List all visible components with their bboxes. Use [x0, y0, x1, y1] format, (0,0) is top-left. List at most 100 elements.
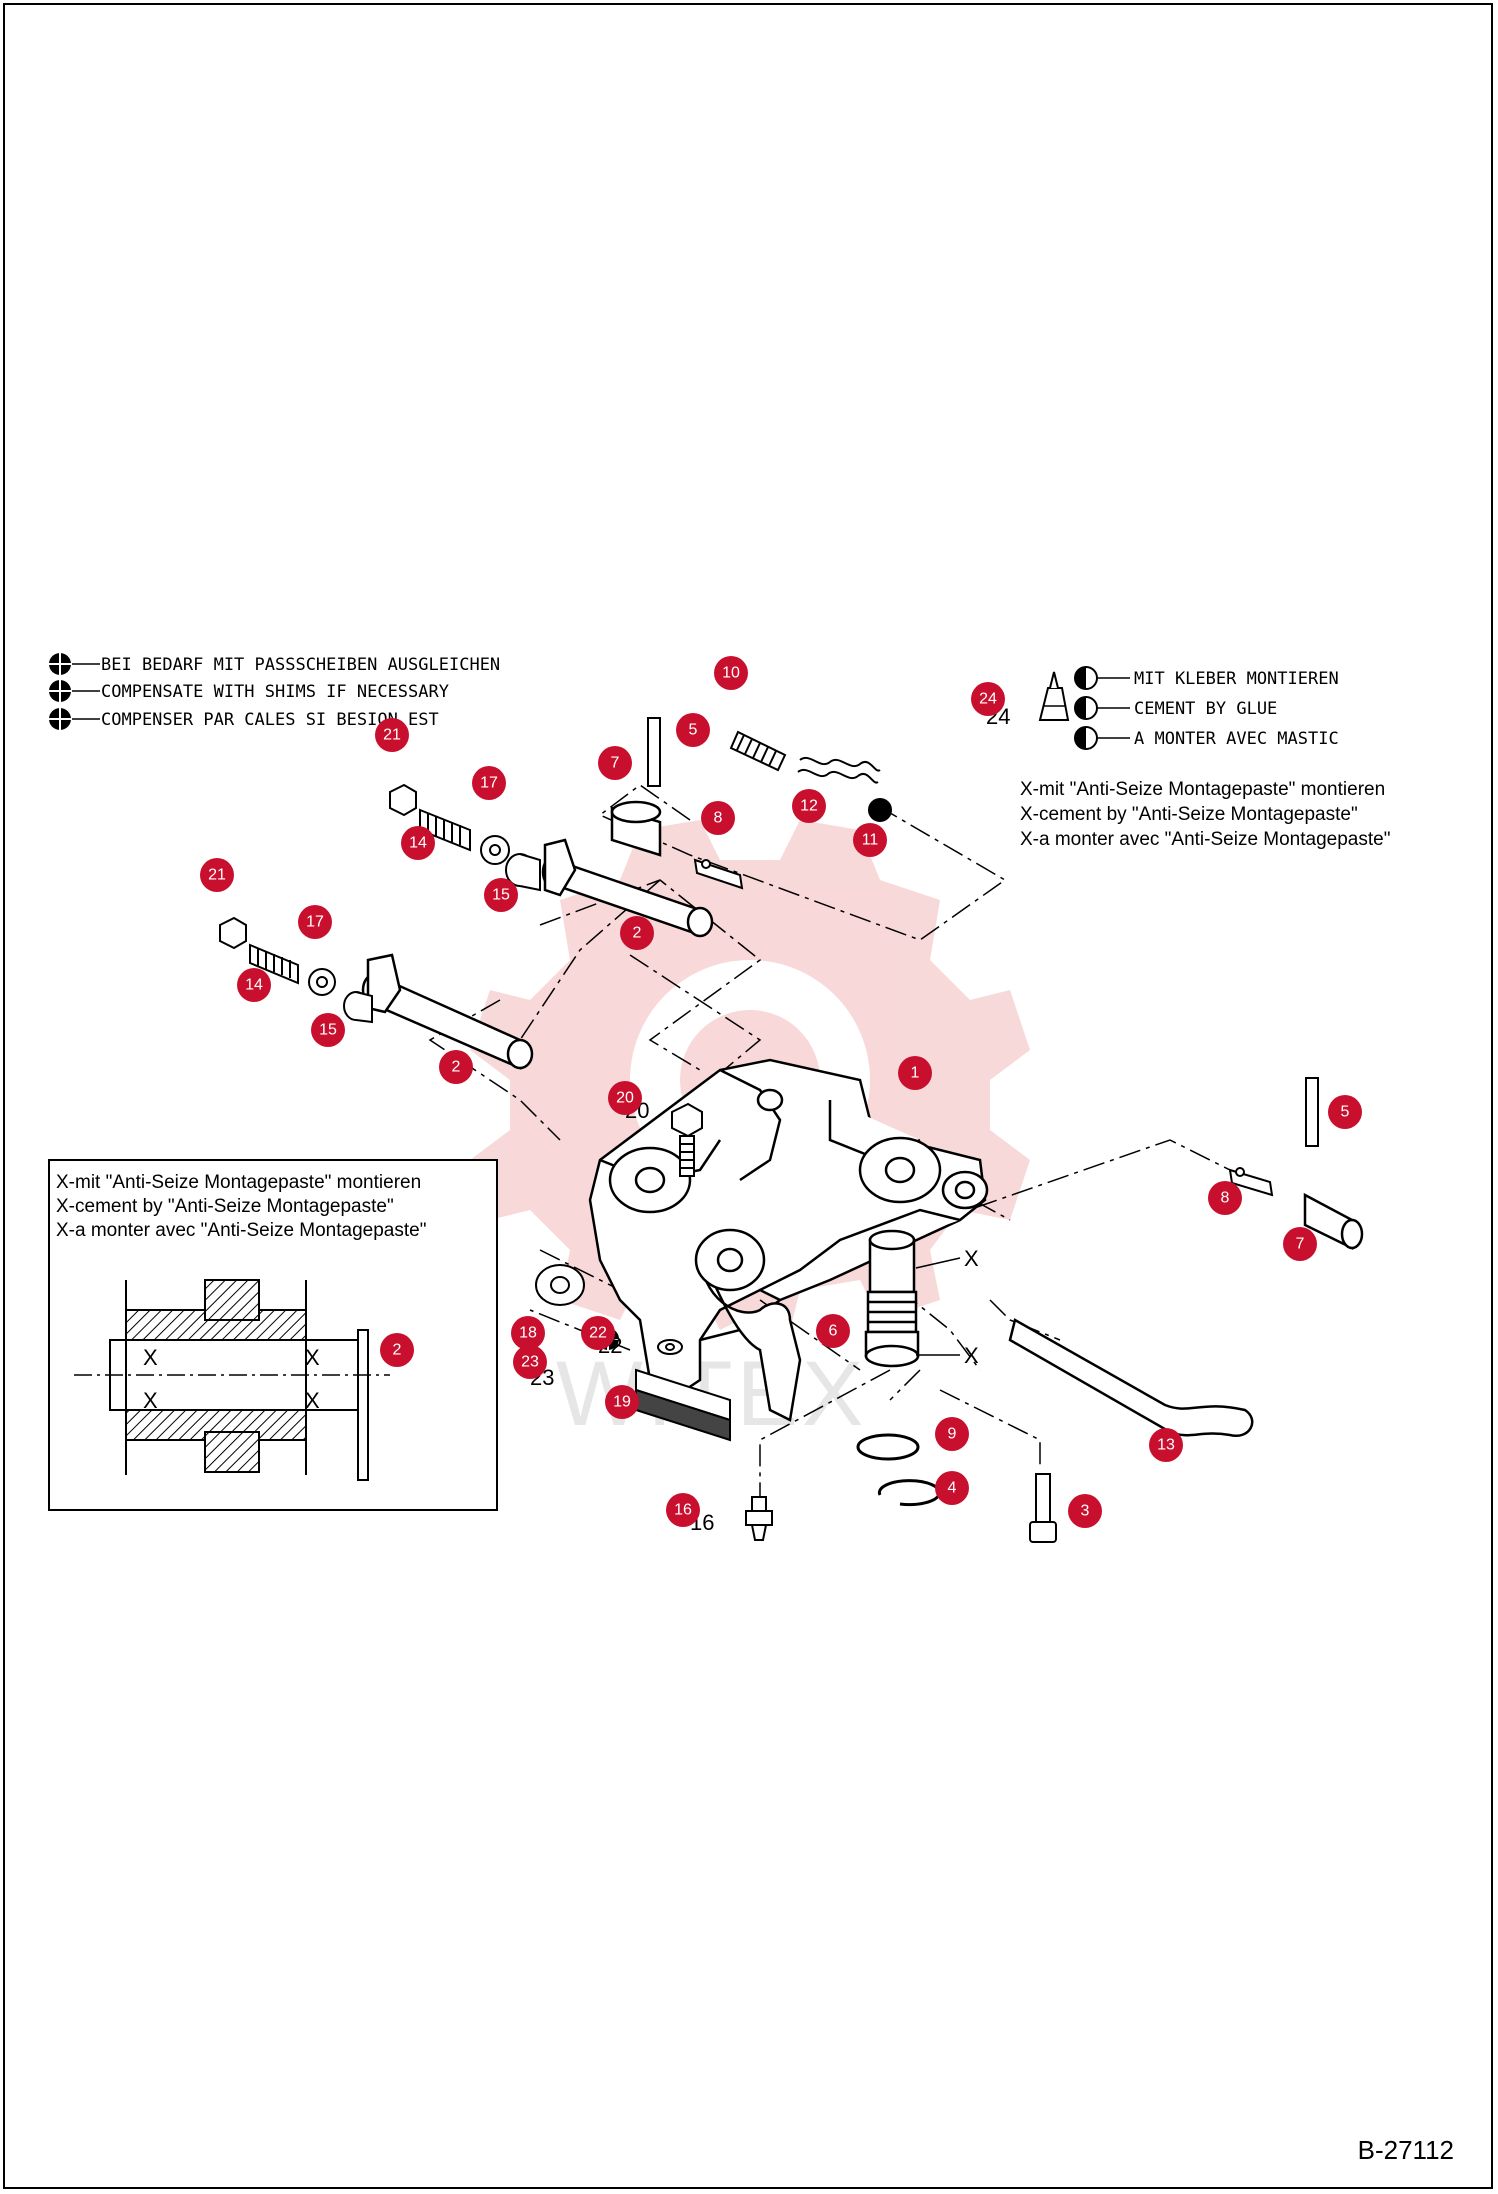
detail-inset: X-mit "Anti-Seize Montagepaste" montiere…	[48, 1159, 498, 1511]
circlip	[877, 1479, 941, 1507]
callout-badge	[1068, 1494, 1102, 1528]
spring-pin-lower	[249, 943, 299, 985]
callout-c4: 4	[935, 1471, 969, 1505]
detail-legend-line-2: X-cement by "Anti-Seize Montagepaste"	[56, 1196, 394, 1217]
callout-badge	[605, 1385, 639, 1419]
callout-badge	[676, 713, 710, 747]
grease-nipple	[745, 1496, 773, 1541]
callout-label: 21	[208, 867, 226, 884]
callout-label: 5	[689, 722, 698, 739]
callout-badge	[1149, 1428, 1183, 1462]
callout-label: 3	[1081, 1503, 1090, 1520]
x-marker-upper: X	[964, 1246, 979, 1271]
callout-c15b: 15	[311, 1013, 345, 1047]
svg-text:X: X	[143, 1388, 158, 1413]
callout-badge	[598, 746, 632, 780]
callout-badge	[511, 1316, 545, 1350]
spacer-washer	[535, 1264, 585, 1306]
svg-text:X: X	[143, 1345, 158, 1370]
callout-c14b: 14	[237, 968, 271, 1002]
callout-badge	[666, 1493, 700, 1527]
callout-label: 10	[722, 665, 740, 682]
callout-c20: 20	[608, 1081, 642, 1115]
svg-text:X: X	[305, 1345, 320, 1370]
callout-c11: 11	[853, 823, 887, 857]
antiseize-legend-line-1: X-mit "Anti-Seize Montagepaste" montiere…	[1020, 779, 1385, 800]
callout-c1: 1	[898, 1056, 932, 1090]
callout-badge	[898, 1056, 932, 1090]
callout-badge	[375, 718, 409, 752]
lock-pin	[864, 1229, 920, 1368]
callout-label: 15	[492, 887, 510, 904]
callout-label: 2	[393, 1342, 402, 1359]
callout-badge	[380, 1333, 414, 1367]
antiseize-legend-line-3: X-a monter avec "Anti-Seize Montagepaste…	[1020, 829, 1390, 850]
shims-legend: BEI BEDARF MIT PASSSCHEIBEN AUSGLEICHEN …	[49, 653, 500, 730]
callout-c7a: 7	[598, 746, 632, 780]
callout-c18: 18	[511, 1316, 545, 1350]
callout-label: 13	[1157, 1437, 1175, 1454]
callout-label: 22	[589, 1325, 607, 1342]
socket-screw	[1029, 1473, 1057, 1543]
callout-badge	[581, 1316, 615, 1350]
coupler-eye	[608, 1088, 989, 1214]
callout-label: 23	[521, 1354, 539, 1371]
x-marker-lower: X	[964, 1343, 979, 1368]
document-number: B-27112	[1357, 2135, 1454, 2165]
callout-label: 4	[948, 1480, 957, 1497]
callout-label: 7	[611, 755, 620, 772]
callout-badge	[513, 1345, 547, 1379]
detail-legend-line-1: X-mit "Anti-Seize Montagepaste" montiere…	[56, 1172, 421, 1193]
callout-badge	[608, 1081, 642, 1115]
callout-label: 11	[862, 832, 879, 849]
callout-label: 21	[383, 727, 401, 744]
callout-label: 14	[245, 977, 263, 994]
callout-c19: 19	[605, 1385, 639, 1419]
detail-legend-line-3: X-a monter avec "Anti-Seize Montagepaste…	[56, 1220, 426, 1241]
callout-label: 20	[616, 1090, 634, 1107]
callout-c16: 16	[666, 1493, 700, 1527]
callout-label: 6	[829, 1323, 838, 1340]
bushing-upper	[505, 853, 541, 892]
callout-badge	[935, 1471, 969, 1505]
washer-lower	[308, 968, 336, 996]
callout-c22: 22	[581, 1316, 615, 1350]
callout-badge	[1208, 1181, 1242, 1215]
callout-c8a: 8	[701, 801, 735, 835]
callout-badge	[853, 823, 887, 857]
callout-badge	[816, 1314, 850, 1348]
page-frame	[3, 3, 1493, 2189]
glue-legend: MIT KLEBER MONTIEREN CEMENT BY GLUE A MO…	[1038, 666, 1339, 750]
callout-label: 1	[911, 1065, 920, 1082]
hook-jaw	[694, 1228, 802, 1422]
callout-c17a: 17	[472, 766, 506, 800]
sleeve-right	[1303, 1192, 1364, 1251]
link-plate-right	[1228, 1167, 1274, 1197]
pin-upper	[541, 838, 714, 938]
callout-badge	[935, 1417, 969, 1451]
callout-label: 5	[1341, 1104, 1350, 1121]
callout-label: 17	[480, 775, 498, 792]
callout-label: 7	[1296, 1236, 1305, 1253]
callout-badge	[701, 801, 735, 835]
bushing-lower	[343, 991, 373, 1024]
callout-label: 24	[979, 691, 997, 708]
o-ring	[856, 1433, 920, 1461]
callout-c15a: 15	[484, 878, 518, 912]
detail-cross-section: X X X X	[74, 1279, 390, 1481]
callout-badge	[1328, 1095, 1362, 1129]
callout-c24: 24	[971, 682, 1005, 716]
callout-c8b: 8	[1208, 1181, 1242, 1215]
pin-bolt-right	[1305, 1077, 1319, 1147]
lever-bar	[1008, 1318, 1254, 1438]
washer-upper	[480, 835, 510, 865]
callout-c23: 23	[513, 1345, 547, 1379]
callout-c21b: 21	[200, 858, 234, 892]
callout-label: 16	[674, 1502, 692, 1519]
link-plate-upper	[693, 858, 744, 890]
callout-c10: 10	[714, 656, 748, 690]
half-circle-icon	[1074, 666, 1098, 750]
callout-badge	[401, 826, 435, 860]
callout-badge	[472, 766, 506, 800]
callout-badge	[484, 878, 518, 912]
